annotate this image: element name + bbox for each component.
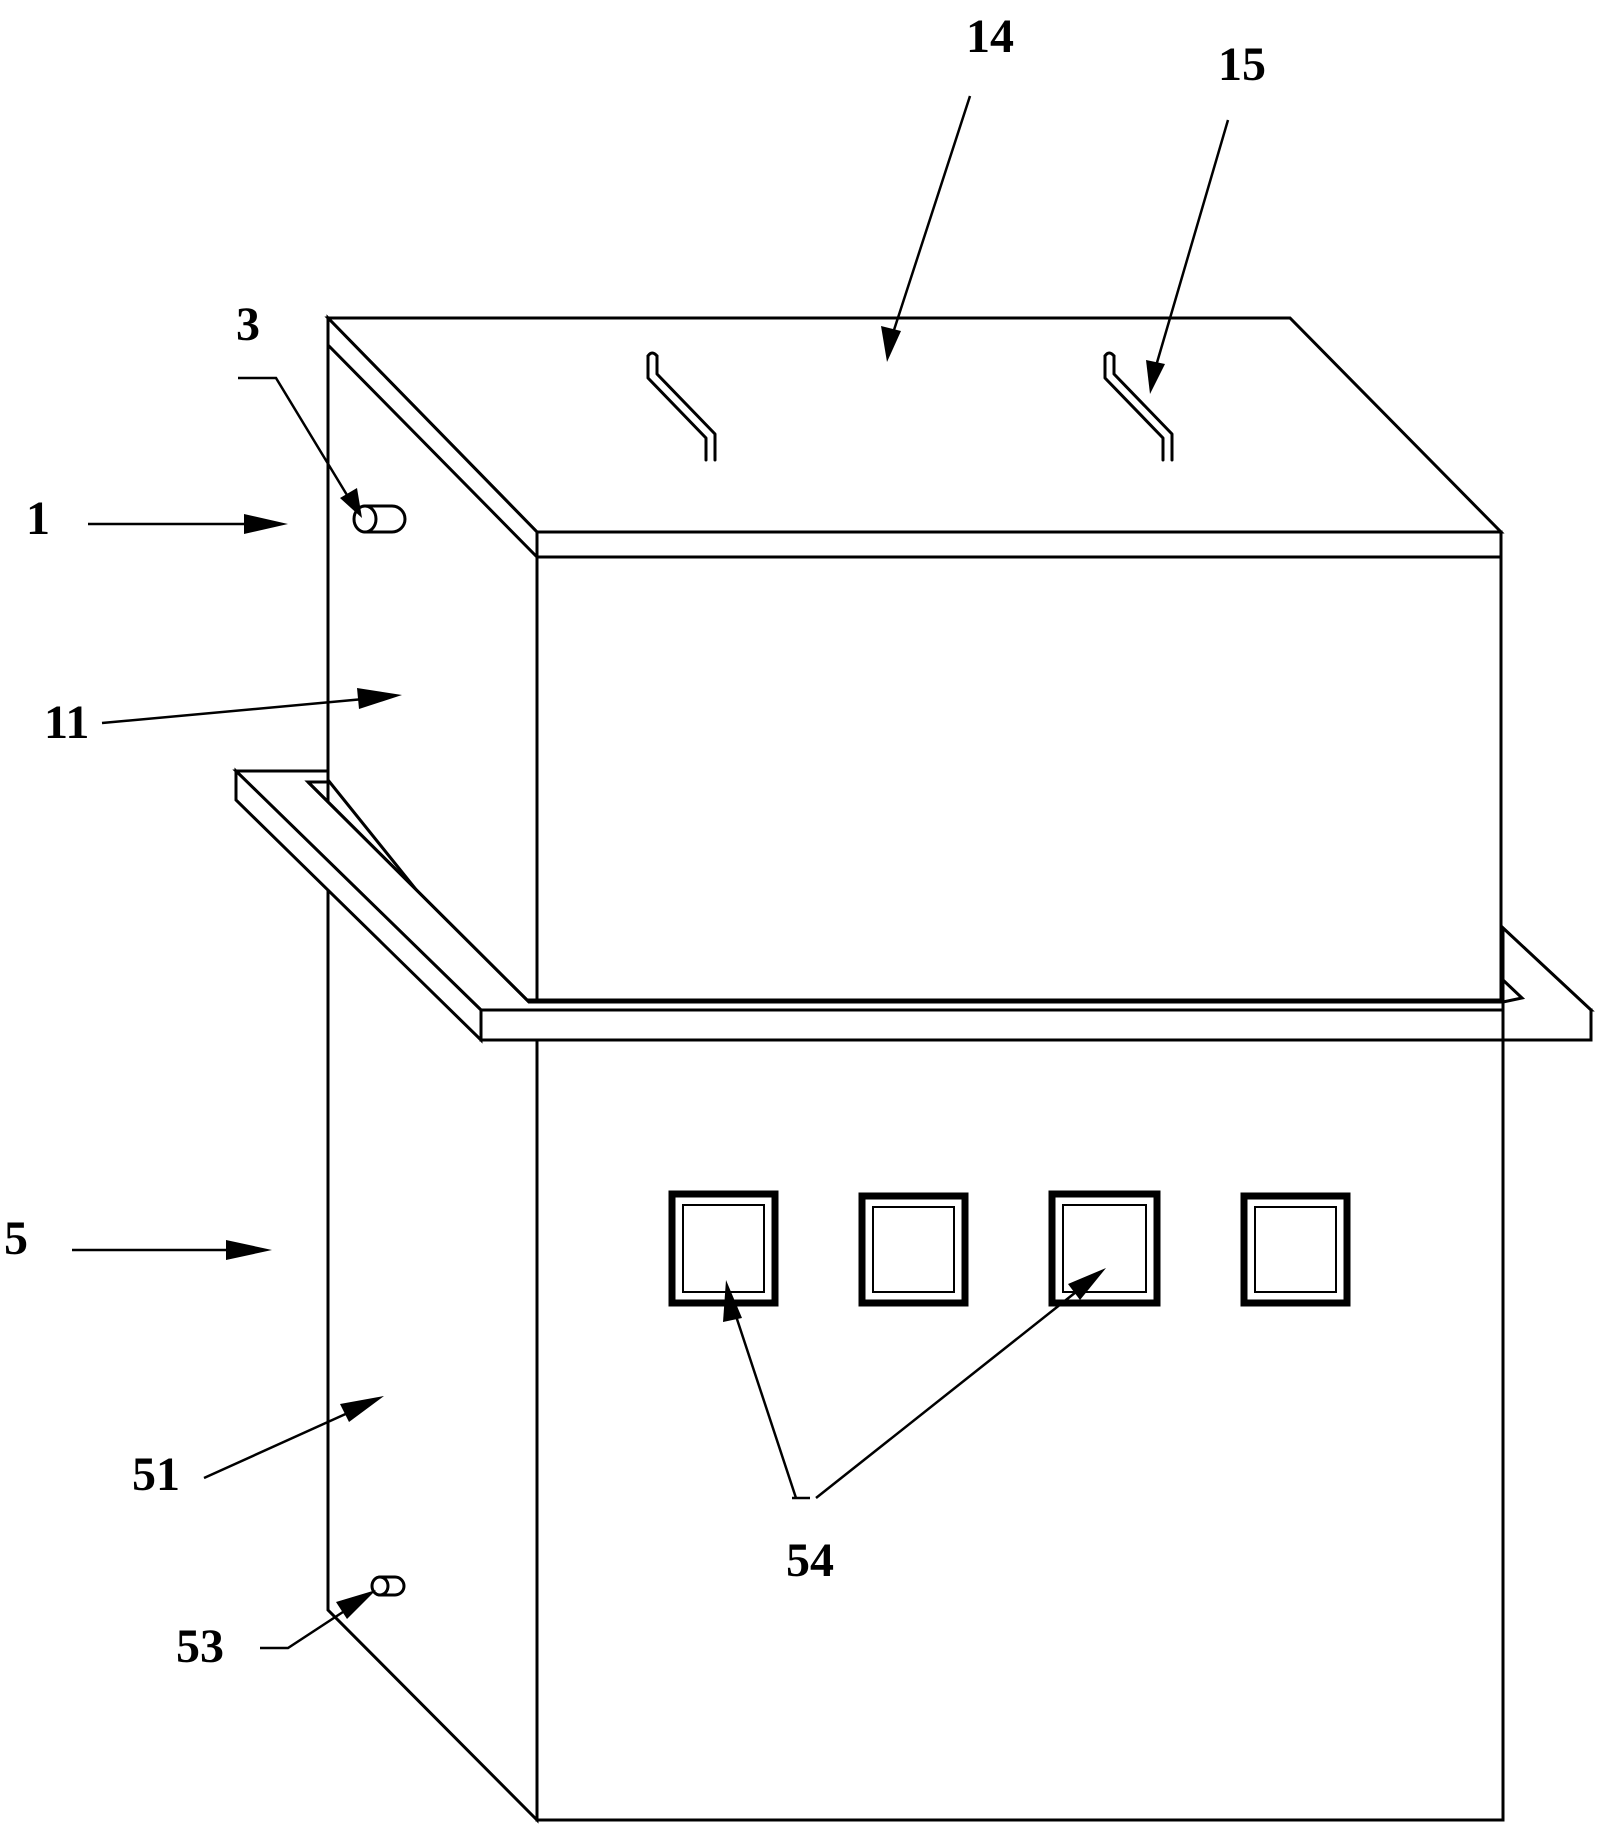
flange-inner-lip-right [1501,978,1526,1004]
arrowhead-5 [226,1240,272,1260]
leader-54-left [732,1309,798,1499]
leader-3 [238,376,352,501]
label-1: 1 [26,492,50,545]
label-15: 15 [1218,38,1266,91]
arrowhead-51 [340,1396,384,1422]
label-51: 51 [132,1448,180,1501]
window-4 [1240,1192,1351,1307]
label-5: 5 [4,1212,28,1265]
lid-handle-right [1103,351,1174,462]
label-54: 54 [786,1534,834,1587]
arrowhead-15 [1146,360,1165,394]
leader-11 [101,697,365,725]
upper-pipe-connector [352,504,407,534]
flange-left-band [234,767,483,1044]
flange-right-edge [1501,924,1593,1042]
window-1 [668,1190,779,1307]
window-2 [858,1192,969,1307]
arrowhead-54-right [1068,1268,1106,1300]
leader-51 [203,1410,351,1480]
lid-handle-left [646,351,717,462]
leader-15 [1154,119,1230,367]
upper-box-front-face [535,555,1503,1002]
flange-front-band [479,1008,1593,1042]
lid-left-rim [326,314,539,561]
lower-pipe-connector [370,1575,406,1597]
arrowhead-11 [357,688,402,709]
leader-14 [892,95,972,331]
arrowhead-54-left [723,1280,742,1322]
leader-54-right [815,1291,1077,1499]
arrowhead-1 [244,514,288,534]
lower-box-front-face [535,1038,1505,1822]
lid-front-rim [535,530,1503,559]
label-14: 14 [966,10,1014,63]
label-11: 11 [44,696,89,749]
arrowhead-14 [881,326,901,362]
window-3 [1048,1190,1161,1307]
arrowhead-53 [336,1590,376,1619]
label-3: 3 [236,298,260,351]
label-53: 53 [176,1620,224,1673]
leader-53 [260,1608,347,1650]
arrowhead-3 [340,488,362,518]
flange-inner-lip [306,780,1503,1004]
